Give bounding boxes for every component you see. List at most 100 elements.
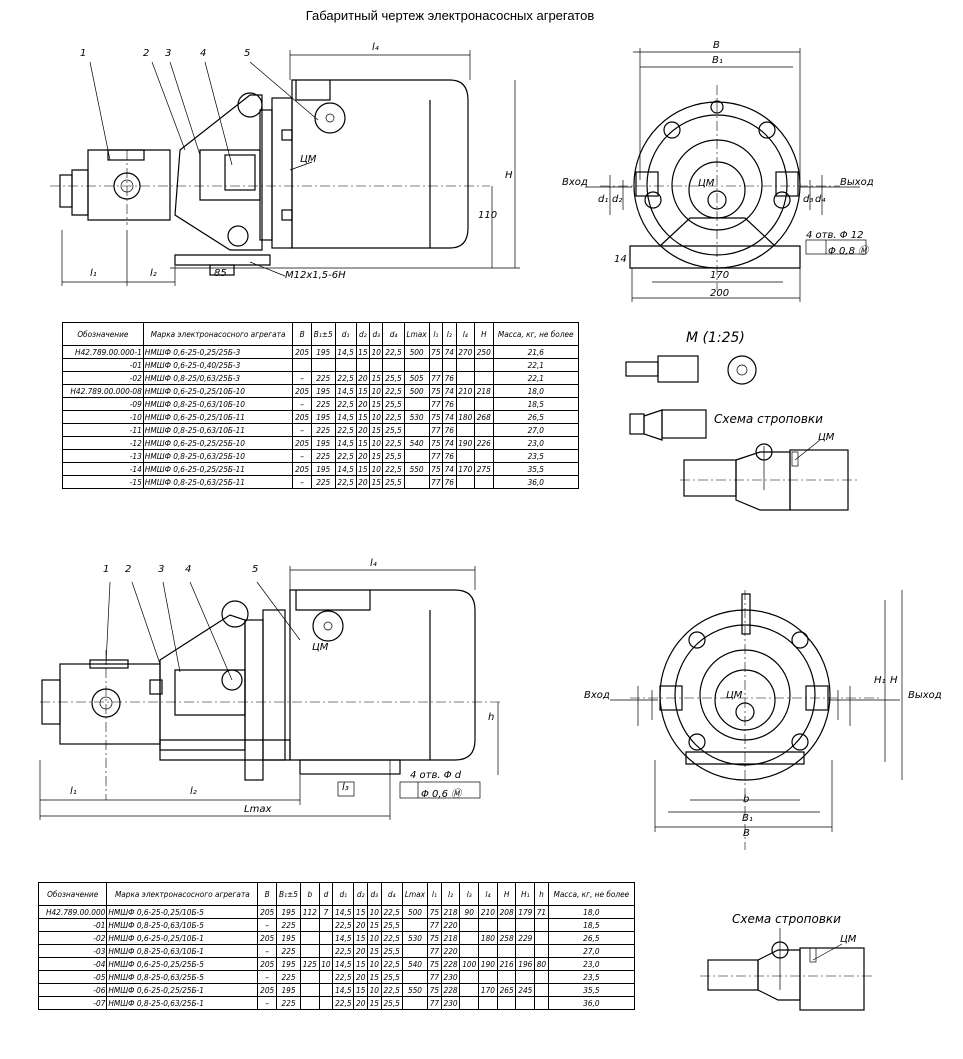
table-cell: НМШФ 0,6-25-0,25/25Б-3 bbox=[142, 345, 294, 359]
table-cell: 195 bbox=[310, 436, 336, 450]
table-cell: НМШФ 0,6-25-0,25/25Б-5 bbox=[106, 957, 259, 971]
table-cell: 500 bbox=[403, 384, 430, 398]
callout-4b: 4 bbox=[185, 564, 192, 575]
table-cell: 35,5 bbox=[547, 983, 636, 997]
table-cell: 205 bbox=[292, 462, 312, 476]
table-cell: 14,5 bbox=[332, 957, 355, 971]
table-cell: НМШФ 0,6-25-0,25/10Б-1 bbox=[106, 931, 259, 945]
table-cell bbox=[459, 996, 480, 1010]
table-cell: 15 bbox=[353, 905, 368, 919]
table-cell: 22,5 bbox=[334, 449, 357, 463]
column-header: B bbox=[292, 322, 312, 346]
thread-label: M12x1,5-6H bbox=[285, 270, 346, 281]
table-cell bbox=[299, 944, 320, 958]
table-cell: 220 bbox=[440, 944, 461, 958]
table-cell: -02 bbox=[37, 931, 108, 945]
callout-4: 4 bbox=[200, 48, 207, 59]
tolerance-label: Φ 0,8 Ⓜ bbox=[828, 246, 869, 257]
table-cell: 195 bbox=[310, 384, 336, 398]
table-cell: 205 bbox=[292, 384, 312, 398]
detail-title: М (1:25) bbox=[686, 330, 745, 346]
table-cell bbox=[534, 918, 549, 932]
table-cell: 505 bbox=[403, 371, 430, 385]
detail-m-and-sling-1 bbox=[625, 355, 860, 511]
table-cell: 27,0 bbox=[547, 944, 636, 958]
table-cell: – bbox=[292, 449, 312, 463]
table-cell: НМШФ 0,8-25-0,63/10Б-1 bbox=[106, 944, 259, 958]
table-cell: 77 bbox=[427, 944, 442, 958]
table-cell: 77 bbox=[427, 996, 442, 1010]
column-header: Lmax bbox=[403, 322, 430, 346]
table-cell: 20 bbox=[353, 918, 368, 932]
table-cell: 205 bbox=[292, 436, 312, 450]
table-cell bbox=[534, 944, 549, 958]
table-cell bbox=[534, 931, 549, 945]
table-cell: 18,0 bbox=[492, 384, 580, 398]
table-cell: 75 bbox=[427, 905, 442, 919]
table-cell bbox=[534, 996, 549, 1010]
table-cell bbox=[459, 918, 480, 932]
table-cell bbox=[401, 996, 429, 1010]
column-header: l₂ bbox=[442, 322, 457, 346]
dim-h: h bbox=[488, 712, 495, 723]
table-cell: 20 bbox=[355, 423, 371, 437]
table-cell bbox=[478, 970, 498, 984]
table-cell: 225 bbox=[276, 996, 301, 1010]
table-cell: 25,5 bbox=[382, 423, 405, 437]
column-header: H₁ bbox=[515, 882, 536, 906]
table-cell: 230 bbox=[440, 996, 461, 1010]
table-cell: 77 bbox=[428, 475, 444, 489]
table-cell: 179 bbox=[515, 905, 536, 919]
table-cell: 20 bbox=[355, 397, 371, 411]
table-cell: 25,5 bbox=[380, 918, 403, 932]
table-cell bbox=[474, 358, 494, 372]
sling-scheme-2 bbox=[700, 928, 875, 1011]
table-cell: НМШФ 0,8-25-0,63/25Б-11 bbox=[142, 475, 294, 489]
table-cell bbox=[318, 944, 334, 958]
table-cell: 225 bbox=[276, 944, 301, 958]
dim-110: 110 bbox=[478, 210, 498, 221]
outlet-label-b: Выход bbox=[908, 690, 942, 701]
table-cell: 218 bbox=[474, 384, 494, 398]
table-cell: 15 bbox=[353, 983, 368, 997]
table-cell: -02 bbox=[62, 371, 144, 385]
dim-l2b: l₂ bbox=[190, 786, 197, 797]
table-cell: 22,5 bbox=[332, 996, 355, 1010]
table-cell: 22,5 bbox=[382, 384, 405, 398]
callout-2b: 2 bbox=[125, 564, 132, 575]
table-cell: – bbox=[257, 918, 278, 932]
table-cell: 265 bbox=[496, 983, 517, 997]
table-cell: 75 bbox=[428, 384, 444, 398]
column-header: l₁ bbox=[428, 322, 444, 346]
column-header: B bbox=[257, 882, 278, 906]
table-cell: 112 bbox=[299, 905, 320, 919]
column-header: Обозначение bbox=[62, 322, 144, 346]
table-cell: 74 bbox=[442, 436, 457, 450]
table-cell: -10 bbox=[62, 410, 144, 424]
table-cell bbox=[474, 397, 494, 411]
table-cell bbox=[334, 358, 357, 372]
dim-B1: B₁ bbox=[712, 55, 723, 66]
table-cell: 225 bbox=[310, 449, 336, 463]
table-cell: 22,5 bbox=[382, 345, 405, 359]
dim-l1: l₁ bbox=[90, 268, 97, 279]
view3-side-view bbox=[39, 566, 500, 820]
table-cell bbox=[478, 996, 498, 1010]
inlet-label-b: Вход bbox=[584, 690, 610, 701]
table-cell bbox=[403, 397, 430, 411]
table-cell bbox=[474, 449, 494, 463]
table-cell: -01 bbox=[62, 358, 144, 372]
table-cell: 205 bbox=[257, 931, 278, 945]
table-cell: 268 bbox=[474, 410, 494, 424]
table-cell: 10 bbox=[369, 345, 384, 359]
table-cell: 10 bbox=[318, 957, 334, 971]
table-cell: – bbox=[257, 944, 278, 958]
table-cell bbox=[318, 970, 334, 984]
table-cell: 77 bbox=[428, 371, 444, 385]
